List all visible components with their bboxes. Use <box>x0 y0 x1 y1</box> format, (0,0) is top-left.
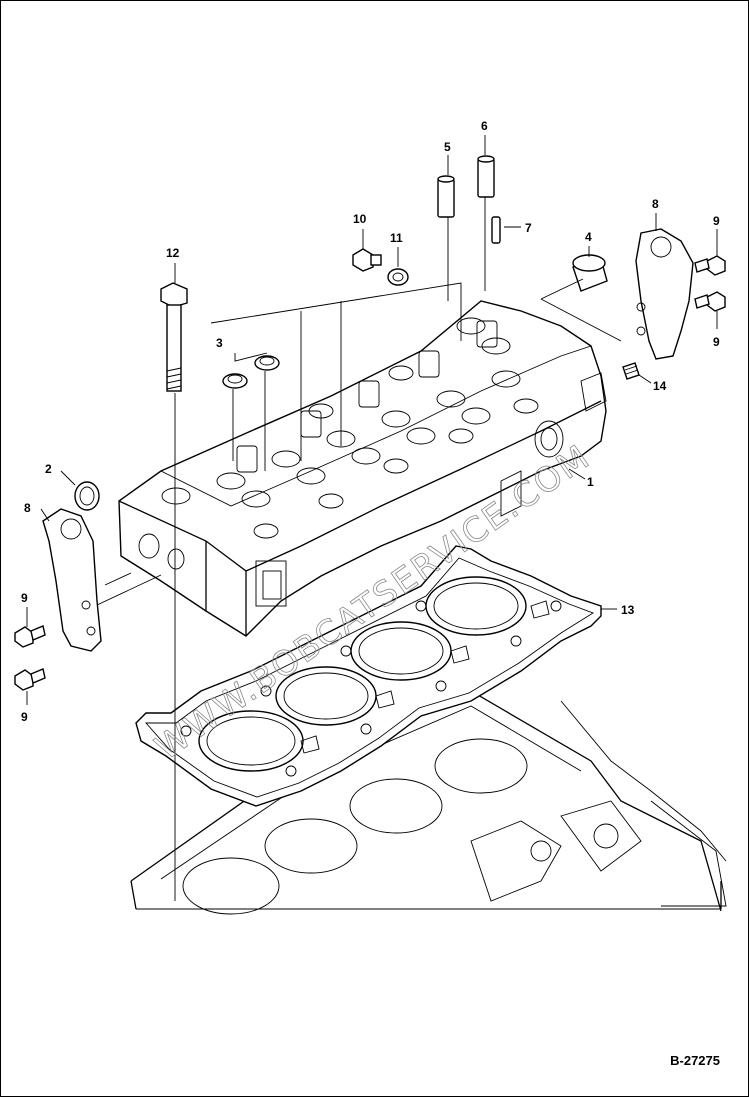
callout-12: 12 <box>166 246 180 260</box>
head-bolt-12 <box>160 282 188 392</box>
plug-14 <box>622 362 640 380</box>
plug-4 <box>572 254 608 292</box>
head-gasket <box>135 545 602 807</box>
callout-6: 6 <box>481 119 488 133</box>
leader-lines <box>26 135 718 901</box>
callout-8-right: 8 <box>652 197 659 211</box>
pin-7 <box>491 216 501 244</box>
callout-9-left-upper: 9 <box>21 591 28 605</box>
callout-3: 3 <box>216 336 223 350</box>
callout-7: 7 <box>525 221 532 235</box>
lifting-bracket-right <box>635 228 694 360</box>
callout-13: 13 <box>621 603 635 617</box>
callout-14: 14 <box>653 379 667 393</box>
callout-labels: 1 2 3 4 5 6 7 8 8 9 9 9 9 10 11 12 13 14 <box>21 119 720 724</box>
callout-1: 1 <box>587 475 594 489</box>
callout-11: 11 <box>390 231 403 245</box>
bolt-10 <box>352 248 382 272</box>
bolt-9-left-upper <box>14 625 46 648</box>
callout-9-right-upper: 9 <box>713 214 720 228</box>
lifting-bracket-left <box>42 508 102 652</box>
callout-4: 4 <box>585 230 592 244</box>
callout-9-left-lower: 9 <box>21 710 28 724</box>
callout-8-left: 8 <box>24 501 31 515</box>
bolt-9-right-upper <box>694 255 726 276</box>
seal-2 <box>74 481 100 511</box>
callout-10: 10 <box>353 212 367 226</box>
washer-11 <box>387 268 409 286</box>
stud-5 <box>437 175 455 218</box>
figure-reference: B-27275 <box>670 1053 720 1068</box>
bolt-9-left-lower <box>14 668 46 691</box>
seals-3 <box>222 355 280 389</box>
callout-9-right-lower: 9 <box>713 335 720 349</box>
callout-2: 2 <box>45 462 52 476</box>
bolt-9-right-lower <box>694 291 726 312</box>
callout-5: 5 <box>444 140 451 154</box>
engine-block <box>130 690 727 915</box>
cylinder-head <box>118 300 607 637</box>
stud-6 <box>477 155 495 198</box>
